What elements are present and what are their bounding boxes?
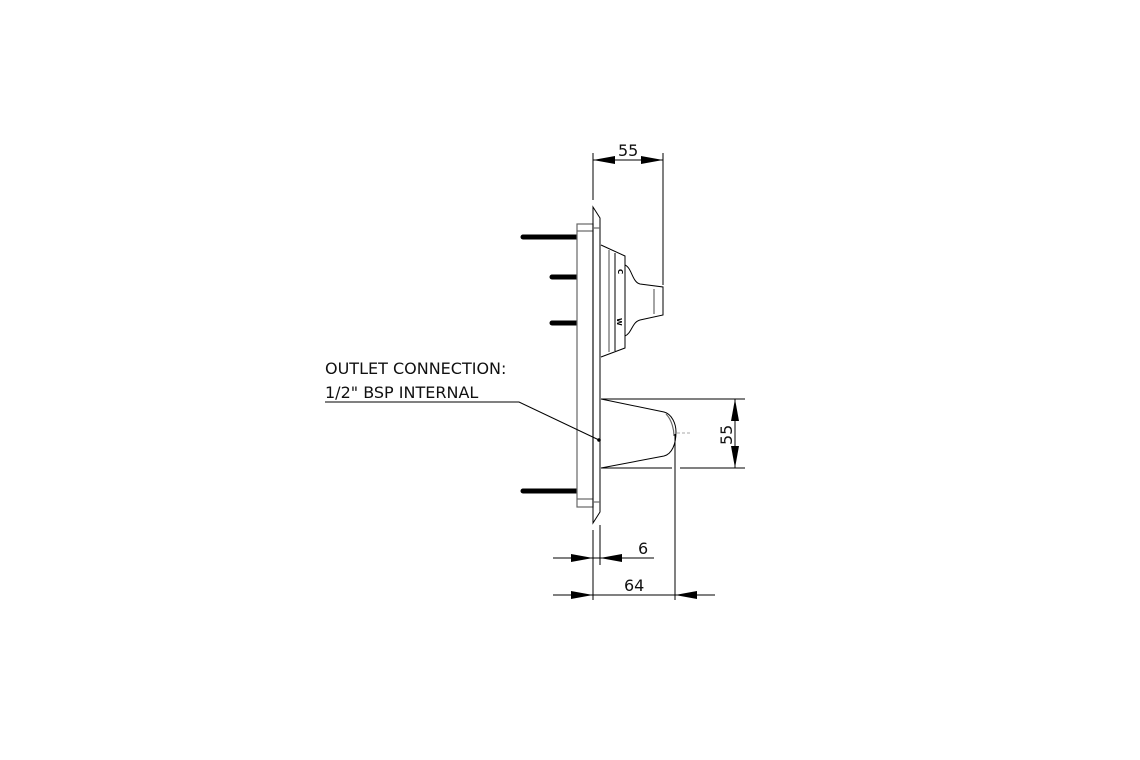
handle-marking-w: W [615, 318, 623, 326]
note-line-2: 1/2" BSP INTERNAL [325, 383, 478, 402]
note-line-1: OUTLET CONNECTION: [325, 359, 506, 378]
back-box [576, 223, 594, 508]
dimension-spout-height: 55 [601, 398, 745, 469]
dimension-spout-projection: 64 [553, 434, 715, 600]
mounting-rods [520, 234, 580, 494]
dimension-valve-projection: 55 [592, 141, 664, 285]
dimension-label: 6 [638, 539, 648, 558]
mixer-handle: C W [600, 244, 664, 358]
dimension-label: 55 [618, 141, 638, 160]
dimension-label: 55 [717, 425, 736, 445]
dimension-label: 64 [624, 576, 644, 595]
outlet-connection-note: OUTLET CONNECTION: 1/2" BSP INTERNAL [325, 359, 601, 442]
face-plate [592, 205, 601, 525]
spout [600, 398, 691, 469]
handle-marking-c: C [616, 269, 624, 274]
dimension-plate-thickness: 6 [553, 525, 654, 600]
